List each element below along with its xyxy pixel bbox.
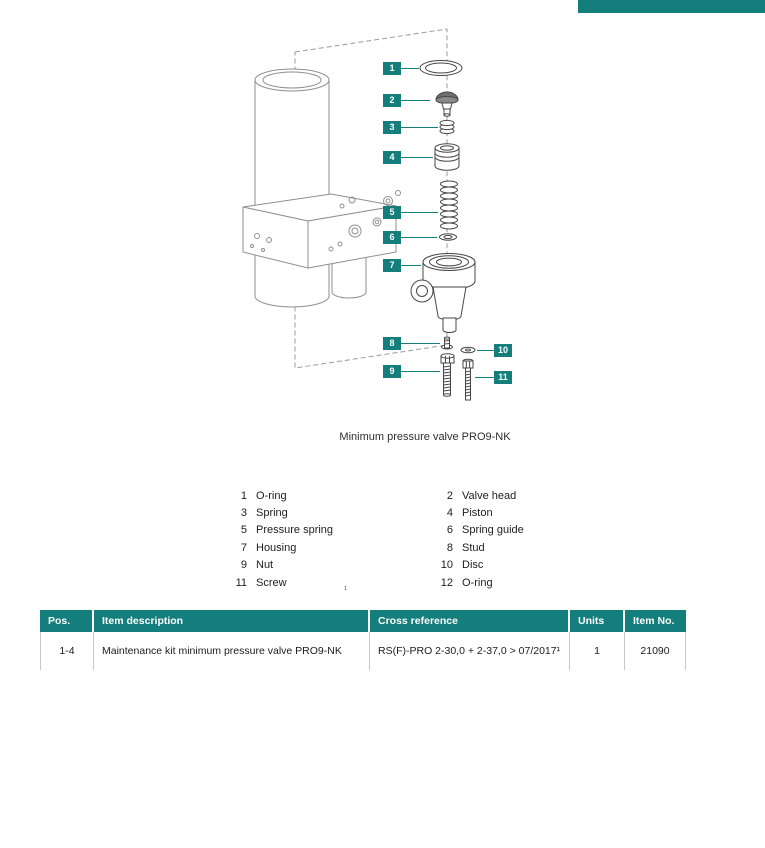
part-badge-2: 2 — [383, 94, 401, 107]
legend-number: 12 — [440, 576, 453, 589]
table-header-pos: Pos. — [40, 610, 94, 632]
table-header-row: Pos. Item description Cross reference Un… — [40, 610, 686, 632]
legend-label: Piston — [462, 507, 493, 520]
part-11-screw — [462, 358, 474, 401]
legend-label: O-ring — [462, 576, 493, 589]
legend-label: O-ring — [256, 489, 287, 502]
part-badge-5: 5 — [383, 206, 401, 219]
legend-label: Spring — [256, 507, 288, 520]
part-4-piston — [434, 143, 460, 171]
legend-number: 11 — [235, 576, 247, 589]
part-1-o-ring — [419, 60, 463, 76]
legend-number: 7 — [240, 541, 247, 554]
part-badge-3: 3 — [383, 121, 401, 134]
table-row: 1-4 Maintenance kit minimum pressure val… — [40, 632, 686, 670]
legend-number: 6 — [446, 524, 453, 537]
legend-label: Valve head — [462, 489, 517, 502]
table-cell-cross-reference: RS(F)-PRO 2-30,0 + 2-37,0 > 07/2017¹ — [370, 632, 570, 670]
legend-number: 3 — [240, 507, 247, 520]
legend-number: 10 — [440, 559, 453, 572]
pump-assembly-drawing — [242, 68, 401, 308]
legend-row: 9 Nut 10 Disc — [233, 557, 524, 574]
part-10-disc — [460, 346, 476, 354]
part-badge-8: 8 — [383, 337, 401, 350]
part-badge-7: 7 — [383, 259, 401, 272]
exploded-view-diagram: 1 2 3 4 5 6 7 8 9 10 11 — [242, 28, 512, 401]
part-6-spring-guide — [439, 233, 457, 241]
part-8-stud — [441, 336, 453, 350]
table-cell-item-no: 21090 — [625, 632, 686, 670]
part-badge-9: 9 — [383, 365, 401, 378]
table-cell-units: 1 — [570, 632, 625, 670]
part-3-spring — [439, 119, 455, 135]
legend-row: 7 Housing 8 Stud — [233, 539, 524, 556]
part-badge-4: 4 — [383, 151, 401, 164]
legend-label: Housing — [256, 541, 297, 554]
legend-label: Disc — [462, 559, 484, 572]
part-7-housing — [410, 253, 476, 333]
legend-number: 9 — [240, 559, 247, 572]
legend-label: Nut — [256, 559, 274, 572]
table-header-item-description: Item description — [94, 610, 370, 632]
diagram-canvas — [242, 28, 494, 401]
table-header-item-no: Item No. — [625, 610, 686, 632]
legend-label: Pressure spring — [256, 524, 334, 537]
table-cell-description: Maintenance kit minimum pressure valve P… — [94, 632, 370, 670]
legend-number: 8 — [446, 541, 453, 554]
part-badge-10: 10 — [494, 344, 512, 357]
part-badge-11: 11 — [494, 371, 512, 384]
part-badge-1: 1 — [383, 62, 401, 75]
legend-row: 3 Spring 4 Piston — [233, 504, 524, 521]
legend-row: 11 Screw 12 O-ring — [233, 574, 524, 591]
footnote-mark: ¹ — [344, 584, 347, 594]
table-header-units: Units — [570, 610, 625, 632]
figure-caption: Minimum pressure valve PRO9-NK — [339, 431, 511, 443]
legend-number: 4 — [446, 507, 453, 520]
legend-label: Spring guide — [462, 524, 524, 537]
table-header-cross-reference: Cross reference — [370, 610, 570, 632]
badge-connector-lines — [401, 68, 494, 378]
parts-table: Pos. Item description Cross reference Un… — [40, 610, 686, 670]
part-9-nut-and-rod — [440, 353, 455, 397]
part-2-valve-head — [435, 91, 459, 117]
legend-row: 1 O-ring 2 Valve head — [233, 487, 524, 504]
legend-number: 1 — [240, 489, 247, 502]
legend-label: Stud — [462, 541, 485, 554]
legend-label: Screw — [256, 576, 287, 589]
part-5-pressure-spring — [440, 180, 458, 230]
legend-row: 5 Pressure spring 6 Spring guide — [233, 522, 524, 539]
table-cell-pos: 1-4 — [40, 632, 94, 670]
part-badge-6: 6 — [383, 231, 401, 244]
legend-number: 5 — [240, 524, 247, 537]
legend-number: 2 — [446, 489, 453, 502]
header-accent-bar — [578, 0, 765, 13]
